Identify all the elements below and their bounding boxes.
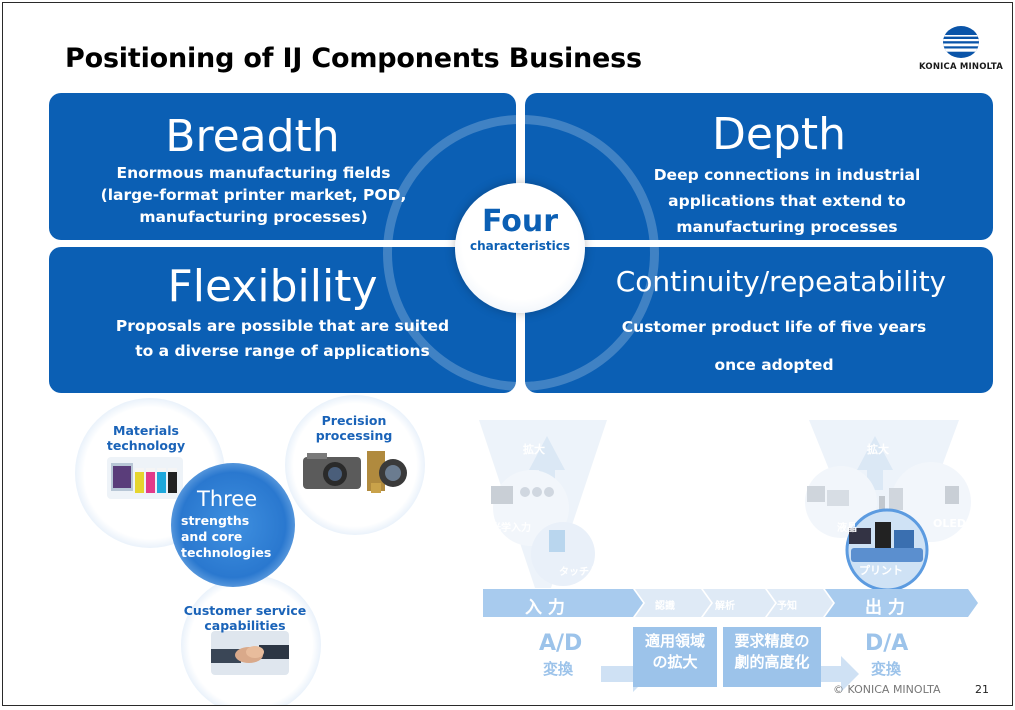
three-strengths-bubble xyxy=(171,463,295,587)
oled-label: OLED xyxy=(933,517,967,530)
prediction-label: 予知 xyxy=(777,601,797,612)
optical-input-label: 光学入力 xyxy=(491,523,531,534)
input-label: 入 力 xyxy=(525,598,565,618)
application-expansion-box: 適用領域 の拡大 xyxy=(633,627,717,687)
display-label: 液晶 xyxy=(837,523,857,534)
da-convert-label: 変換 xyxy=(871,660,902,678)
touch-input-label: タッチ入力 xyxy=(559,567,609,578)
continuity-line-2: once adopted xyxy=(714,356,834,374)
characteristics-label: characteristics xyxy=(469,239,571,253)
materials-line-1: Materials xyxy=(113,423,179,438)
breadth-heading: Breadth xyxy=(165,111,340,162)
handshake-image xyxy=(211,631,289,675)
materials-line-2: technology xyxy=(106,438,186,453)
breadth-line-2: (large-format printer market, POD, xyxy=(100,186,407,204)
breadth-line-3: manufacturing processes) xyxy=(139,208,368,226)
three-line-2: and core xyxy=(181,529,243,544)
camera-lens-image xyxy=(303,451,407,493)
box1-line-1: 適用領域 xyxy=(644,632,705,650)
expand-right-label: 拡大 xyxy=(867,443,889,456)
ad-label: A/D xyxy=(539,631,583,656)
precision-processing-label: Precision processing xyxy=(309,413,399,443)
logo-text: KONICA MINOLTA xyxy=(919,62,1003,72)
precision-line-2: processing xyxy=(315,428,393,443)
process-chevron-bar xyxy=(483,589,978,617)
precision-line-1: Precision xyxy=(321,413,387,428)
ad-convert-label: 変換 xyxy=(543,660,574,678)
page-number: 21 xyxy=(975,683,989,696)
recognition-label: 認識 xyxy=(655,601,675,612)
analysis-label: 解析 xyxy=(715,601,735,612)
output-label: 出 力 xyxy=(865,598,905,618)
precision-advance-box: 要求精度の 劇的高度化 xyxy=(723,627,821,687)
globe-logo-icon xyxy=(943,26,979,58)
box1-line-2: の拡大 xyxy=(652,653,698,671)
expand-left-label: 拡大 xyxy=(523,443,545,456)
breadth-line-1: Enormous manufacturing fields xyxy=(116,164,391,182)
three-label: Three xyxy=(197,487,258,511)
customer-service-label: Customer service capabilities xyxy=(179,603,311,633)
slide-title: Positioning of IJ Components Business xyxy=(65,43,642,74)
box2-line-1: 要求精度の xyxy=(734,632,810,650)
four-label: Four xyxy=(481,204,559,239)
box2-line-2: 劇的高度化 xyxy=(734,653,810,671)
depth-line-1: Deep connections in industrial xyxy=(653,166,921,184)
depth-heading: Depth xyxy=(711,109,847,160)
copyright-text: © KONICA MINOLTA xyxy=(833,683,941,696)
continuity-line-1: Customer product life of five years xyxy=(621,318,927,336)
da-label: D/A xyxy=(865,631,909,656)
three-line-3: technologies xyxy=(181,545,272,560)
depth-line-2: applications that extend to xyxy=(668,192,906,210)
print-label: プリント xyxy=(859,564,903,577)
continuity-heading: Continuity/repeatability xyxy=(615,265,947,298)
customer-line-2: capabilities xyxy=(204,618,286,633)
three-line-1: strengths xyxy=(181,513,250,528)
depth-line-3: manufacturing processes xyxy=(676,218,898,236)
flexibility-line-1: Proposals are possible that are suited xyxy=(115,317,450,335)
flexibility-line-2: to a diverse range of applications xyxy=(135,342,430,360)
flexibility-heading: Flexibility xyxy=(167,261,378,312)
four-characteristics-circle: Four characteristics xyxy=(455,183,585,313)
characteristics-ring xyxy=(383,115,659,391)
three-subtitle: strengths and core technologies xyxy=(181,513,271,561)
customer-line-1: Customer service xyxy=(183,603,307,618)
ink-bottles-image xyxy=(107,457,183,499)
konica-minolta-logo: KONICA MINOLTA xyxy=(911,25,1011,77)
materials-technology-label: Materials technology xyxy=(101,423,191,453)
input-output-diagram xyxy=(479,420,971,692)
